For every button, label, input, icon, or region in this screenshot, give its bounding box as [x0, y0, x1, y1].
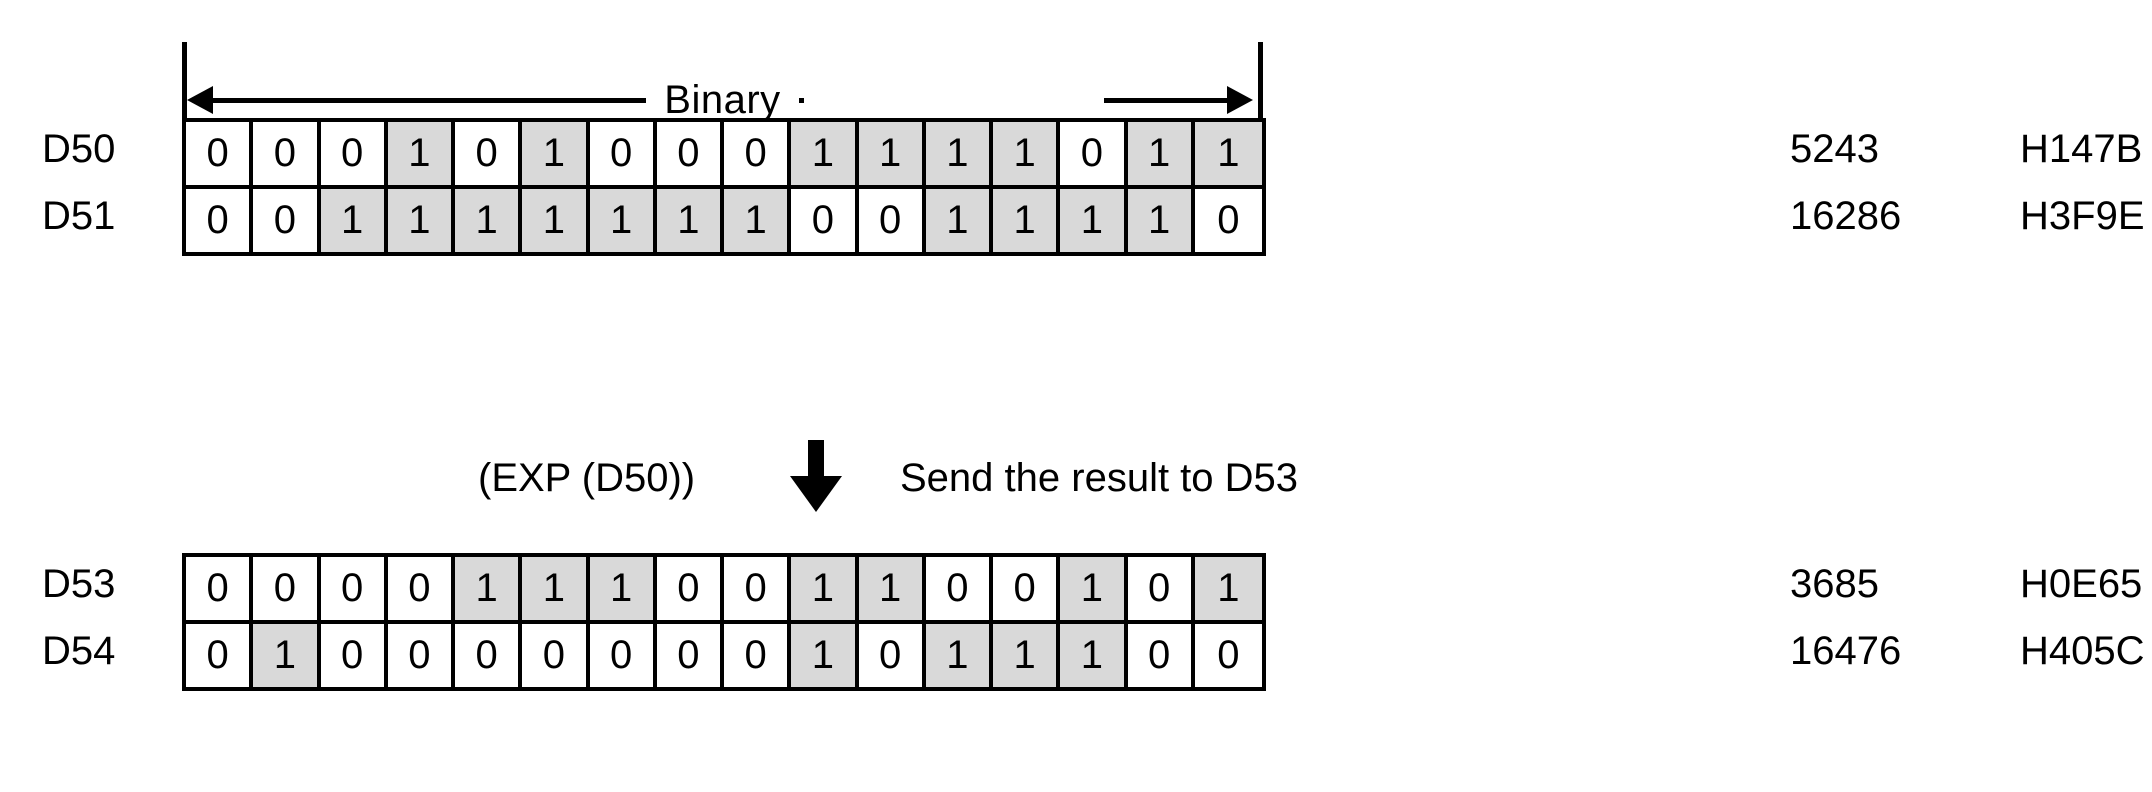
d51-bit-5: 1	[522, 189, 590, 252]
arrow-down-icon	[790, 440, 842, 512]
d53-bit-10: 1	[858, 557, 926, 620]
d50-bit-3: 1	[387, 122, 455, 185]
span-line-right	[1104, 98, 1244, 103]
expression-label: (EXP (D50))	[478, 456, 696, 500]
hex-value-d51: H3F9E	[2020, 194, 2145, 238]
d54-bit-0: 0	[186, 624, 254, 687]
d50-bit-13: 0	[1060, 122, 1128, 185]
d50-bit-2: 0	[320, 122, 388, 185]
d54-bit-6: 0	[589, 624, 657, 687]
d50-bit-1: 0	[253, 122, 321, 185]
d50-bit-12: 1	[993, 122, 1061, 185]
d50-bit-5: 1	[522, 122, 590, 185]
d51-bit-14: 1	[1127, 189, 1195, 252]
d53-bit-8: 0	[724, 557, 792, 620]
d51-bit-9: 0	[791, 189, 859, 252]
binary-label-text: Binary	[646, 78, 799, 122]
d53-bit-0: 0	[186, 557, 254, 620]
d54-bit-12: 1	[993, 624, 1061, 687]
d51-bit-10: 0	[858, 189, 926, 252]
d54-bit-1: 1	[253, 624, 321, 687]
d50-bit-0: 0	[186, 122, 254, 185]
d53-bit-2: 0	[320, 557, 388, 620]
d54-bit-10: 0	[858, 624, 926, 687]
d50-bit-8: 0	[724, 122, 792, 185]
row-label-d53: D53	[42, 562, 116, 606]
d54-bit-3: 0	[387, 624, 455, 687]
d53-bit-11: 0	[925, 557, 993, 620]
decimal-value-d54: 16476	[1790, 629, 1902, 673]
d50-bit-10: 1	[858, 122, 926, 185]
d54-bit-13: 1	[1060, 624, 1128, 687]
d50-bit-6: 0	[589, 122, 657, 185]
d51-bit-7: 1	[656, 189, 724, 252]
row-label-d54: D54	[42, 629, 116, 673]
span-right-tick	[1258, 42, 1263, 145]
d53-bit-3: 0	[387, 557, 455, 620]
arrow-down-shaft	[808, 440, 824, 482]
decimal-value-d53: 3685	[1790, 562, 1879, 606]
d54-bit-4: 0	[455, 624, 523, 687]
d51-bit-11: 1	[925, 189, 993, 252]
d54-bit-11: 1	[925, 624, 993, 687]
row-label-d51: D51	[42, 194, 116, 238]
d53-bit-15: 1	[1194, 557, 1262, 620]
d51-bit-8: 1	[724, 189, 792, 252]
d50-bit-9: 1	[791, 122, 859, 185]
d53-bit-12: 0	[993, 557, 1061, 620]
hex-value-d54: H405C	[2020, 629, 2145, 673]
d51-bit-2: 1	[320, 189, 388, 252]
d53-bit-14: 0	[1127, 557, 1195, 620]
d54-bit-8: 0	[724, 624, 792, 687]
d51-bit-13: 1	[1060, 189, 1128, 252]
d54-bit-15: 0	[1194, 624, 1262, 687]
decimal-value-d50: 5243	[1790, 127, 1879, 171]
d51-bit-4: 1	[455, 189, 523, 252]
binary-span-header: Binary	[182, 42, 1263, 145]
span-left-tick	[182, 42, 187, 145]
arrow-right-icon	[1227, 86, 1253, 114]
decimal-value-d51: 16286	[1790, 194, 1902, 238]
d51-bit-15: 0	[1194, 189, 1262, 252]
d51-bit-6: 1	[589, 189, 657, 252]
arrow-down-head	[790, 476, 842, 512]
binary-label: Binary	[182, 72, 1263, 128]
d50-bit-14: 1	[1127, 122, 1195, 185]
span-line-left	[204, 98, 804, 103]
d51-bit-1: 0	[253, 189, 321, 252]
d53-bit-6: 1	[589, 557, 657, 620]
result-note-label: Send the result to D53	[900, 456, 1299, 500]
d50-bit-11: 1	[925, 122, 993, 185]
d54-bit-9: 1	[791, 624, 859, 687]
d54-bit-5: 0	[522, 624, 590, 687]
d51-bit-3: 1	[387, 189, 455, 252]
d50-bit-4: 0	[455, 122, 523, 185]
d53-bit-13: 1	[1060, 557, 1128, 620]
hex-value-d53: H0E65	[2020, 562, 2143, 606]
d53-bit-5: 1	[522, 557, 590, 620]
d54-bit-2: 0	[320, 624, 388, 687]
d51-bit-0: 0	[186, 189, 254, 252]
d53-bit-7: 0	[656, 557, 724, 620]
d54-bit-7: 0	[656, 624, 724, 687]
d53-bit-9: 1	[791, 557, 859, 620]
d50-bit-7: 0	[656, 122, 724, 185]
d53-bit-4: 1	[455, 557, 523, 620]
d53-bit-1: 0	[253, 557, 321, 620]
d50-bit-15: 1	[1194, 122, 1262, 185]
d54-bit-14: 0	[1127, 624, 1195, 687]
d51-bit-12: 1	[993, 189, 1061, 252]
row-label-d50: D50	[42, 127, 116, 171]
hex-value-d50: H147B	[2020, 127, 2143, 171]
